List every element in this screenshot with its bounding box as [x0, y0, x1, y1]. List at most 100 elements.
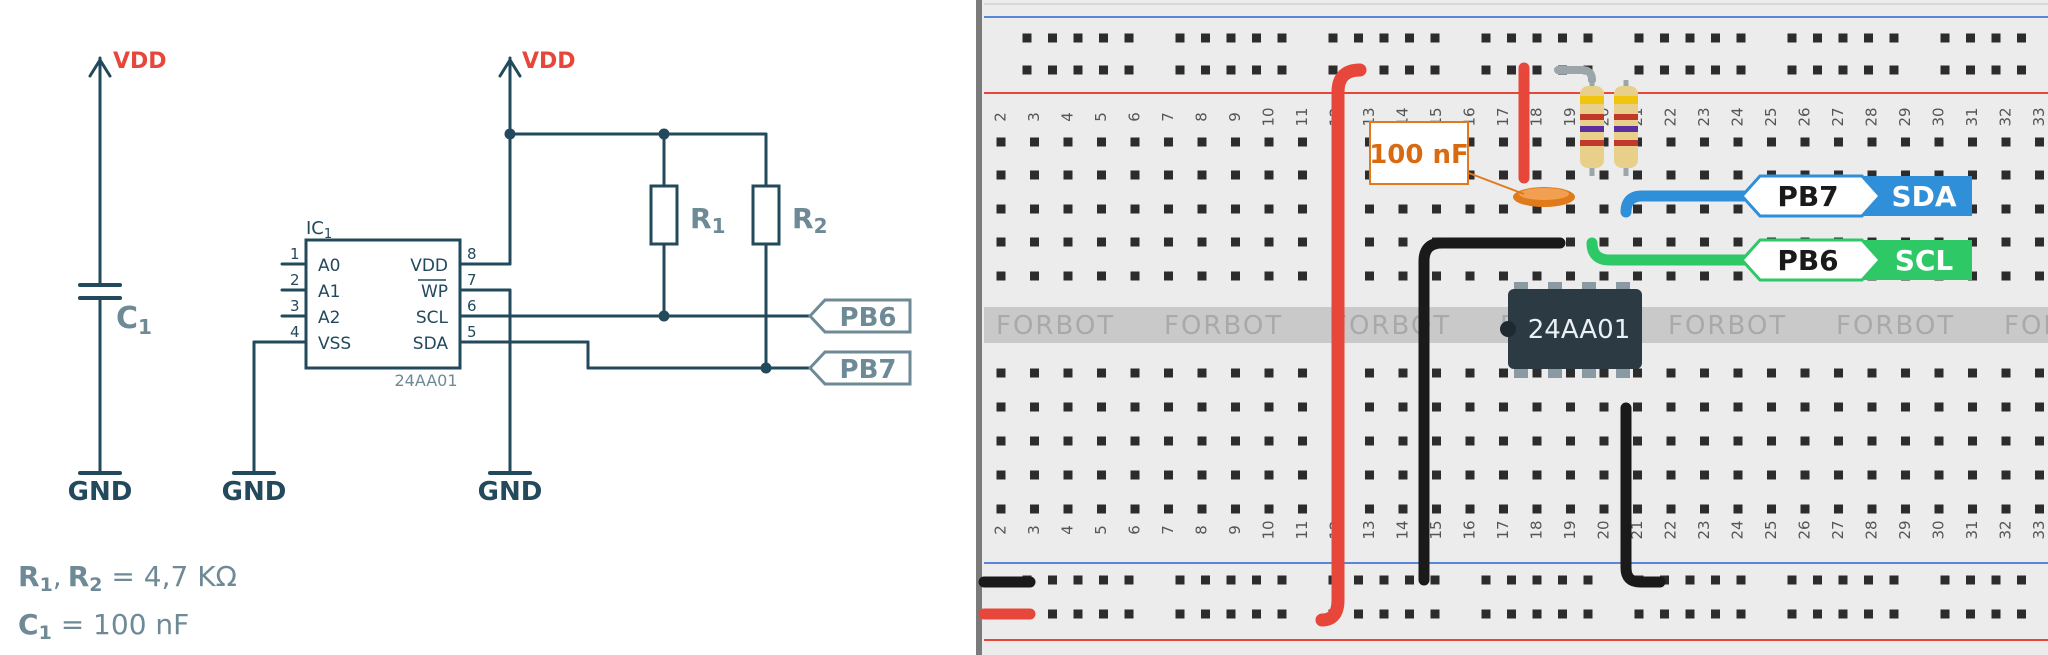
port-pb6-label: PB6 [840, 303, 897, 333]
r2-label: R2 [792, 202, 827, 238]
grey-wire-resistor [1554, 66, 1596, 84]
column-number: 4 [1059, 112, 1077, 122]
column-number: 13 [1360, 520, 1378, 539]
breadboard: FORBOTFORBOTFORBOTFORBOTFORBOTFORBOTFORB… [976, 0, 2048, 655]
ic-pin-vss: VSS [318, 334, 351, 354]
column-number: 5 [1092, 525, 1110, 535]
column-number: 32 [1997, 520, 2015, 539]
column-number: 29 [1896, 107, 1914, 126]
column-number: 18 [1528, 107, 1546, 126]
gnd-label-ic: GND [222, 477, 287, 507]
column-number: 17 [1494, 107, 1512, 126]
ic-pin-7-number: 7 [467, 271, 477, 289]
c1-label: C1 [116, 301, 152, 339]
tag-sda: PB7 SDA [1739, 174, 1972, 218]
resistors [1580, 80, 1638, 176]
watermark-text: FORBOT [2004, 311, 2048, 341]
column-number: 33 [2030, 107, 2048, 126]
column-number: 7 [1159, 112, 1177, 122]
column-number: 20 [1595, 520, 1613, 539]
tag-scl: PB6 SCL [1739, 238, 1972, 282]
black-wire-gnd [1418, 237, 1566, 586]
watermark-text: FORBOT [996, 311, 1115, 341]
column-number: 24 [1729, 107, 1747, 126]
watermark-text: FORBOT [1668, 311, 1787, 341]
vdd-label-right: VDD [522, 49, 576, 74]
black-wire-wp [1620, 402, 1666, 588]
ic-pin-6-number: 6 [467, 297, 477, 315]
column-number: 25 [1762, 107, 1780, 126]
column-number: 22 [1662, 107, 1680, 126]
column-number: 16 [1461, 520, 1479, 539]
column-number: 28 [1863, 107, 1881, 126]
junction-dots [504, 128, 772, 374]
watermark-text: FORBOT [1332, 311, 1451, 341]
column-number: 19 [1561, 107, 1579, 126]
ic-pin-a0: A0 [318, 256, 340, 276]
column-number: 24 [1729, 520, 1747, 539]
column-number: 27 [1829, 520, 1847, 539]
column-number: 2 [992, 525, 1010, 535]
ic-pin-vdd: VDD [410, 256, 448, 276]
column-number: 30 [1930, 520, 1948, 539]
column-number: 17 [1494, 520, 1512, 539]
column-number: 21 [1628, 520, 1646, 539]
column-number: 31 [1963, 520, 1981, 539]
tag-scl-name: SCL [1895, 244, 1954, 277]
ic-pin-scl: SCL [416, 308, 449, 328]
ic-pin-1-number: 1 [290, 245, 300, 263]
vdd-label-left: VDD [113, 49, 167, 74]
column-number: 26 [1796, 520, 1814, 539]
column-number: 4 [1059, 525, 1077, 535]
green-wire-scl [1586, 237, 1754, 266]
column-number: 14 [1394, 520, 1412, 539]
column-number: 9 [1226, 112, 1244, 122]
column-number: 19 [1561, 520, 1579, 539]
column-number: 32 [1997, 107, 2015, 126]
column-number: 11 [1293, 107, 1311, 126]
capacitor-callout: 100 nF [1369, 121, 1525, 195]
column-number: 3 [1025, 525, 1043, 535]
ic-pin-3-number: 3 [290, 297, 300, 315]
tag-sda-pin: PB7 [1777, 180, 1838, 213]
tag-scl-pin: PB6 [1777, 244, 1838, 277]
watermark-text: FORBOT [1164, 311, 1283, 341]
column-number: 2 [992, 112, 1010, 122]
note-resistor-value: R1,R2 = 4,7 KΩ [18, 560, 237, 596]
column-number: 23 [1695, 107, 1713, 126]
column-number: 30 [1930, 107, 1948, 126]
column-number: 3 [1025, 112, 1043, 122]
column-number: 18 [1528, 520, 1546, 539]
column-number: 25 [1762, 520, 1780, 539]
column-number: 11 [1293, 520, 1311, 539]
column-number: 10 [1260, 107, 1278, 126]
column-number: 29 [1896, 520, 1914, 539]
ic-part-number: 24AA01 [394, 371, 457, 390]
column-number: 22 [1662, 520, 1680, 539]
breadboard-watermark: FORBOTFORBOTFORBOTFORBOTFORBOTFORBOTFORB… [996, 311, 2048, 341]
column-number: 5 [1092, 112, 1110, 122]
r1-label: R1 [690, 202, 725, 238]
column-number: 23 [1695, 520, 1713, 539]
red-wire-vdd-rail [1315, 63, 1367, 627]
column-number: 10 [1260, 520, 1278, 539]
gnd-label-wp: GND [478, 477, 543, 507]
ic-pin-sda: SDA [413, 334, 449, 354]
ic-designator: IC1 [306, 218, 332, 242]
watermark-text: FORBOT [1836, 311, 1955, 341]
capacitor [1513, 187, 1575, 207]
column-number: 28 [1863, 520, 1881, 539]
port-pb7-label: PB7 [840, 355, 897, 385]
ic-pin-2-number: 2 [290, 271, 300, 289]
column-number: 33 [2030, 520, 2048, 539]
breadboard-column-numbers: 2345678910111213141516171819202122232425… [992, 107, 2048, 539]
ic-pin-4-number: 4 [290, 323, 300, 341]
chip-label: 24AA01 [1528, 315, 1630, 345]
blue-wire-sda [1620, 190, 1754, 218]
note-capacitor-value: C1 = 100 nF [18, 608, 189, 644]
column-number: 7 [1159, 525, 1177, 535]
ic-pin-5-number: 5 [467, 323, 477, 341]
column-number: 8 [1193, 525, 1211, 535]
column-number: 6 [1126, 112, 1144, 122]
